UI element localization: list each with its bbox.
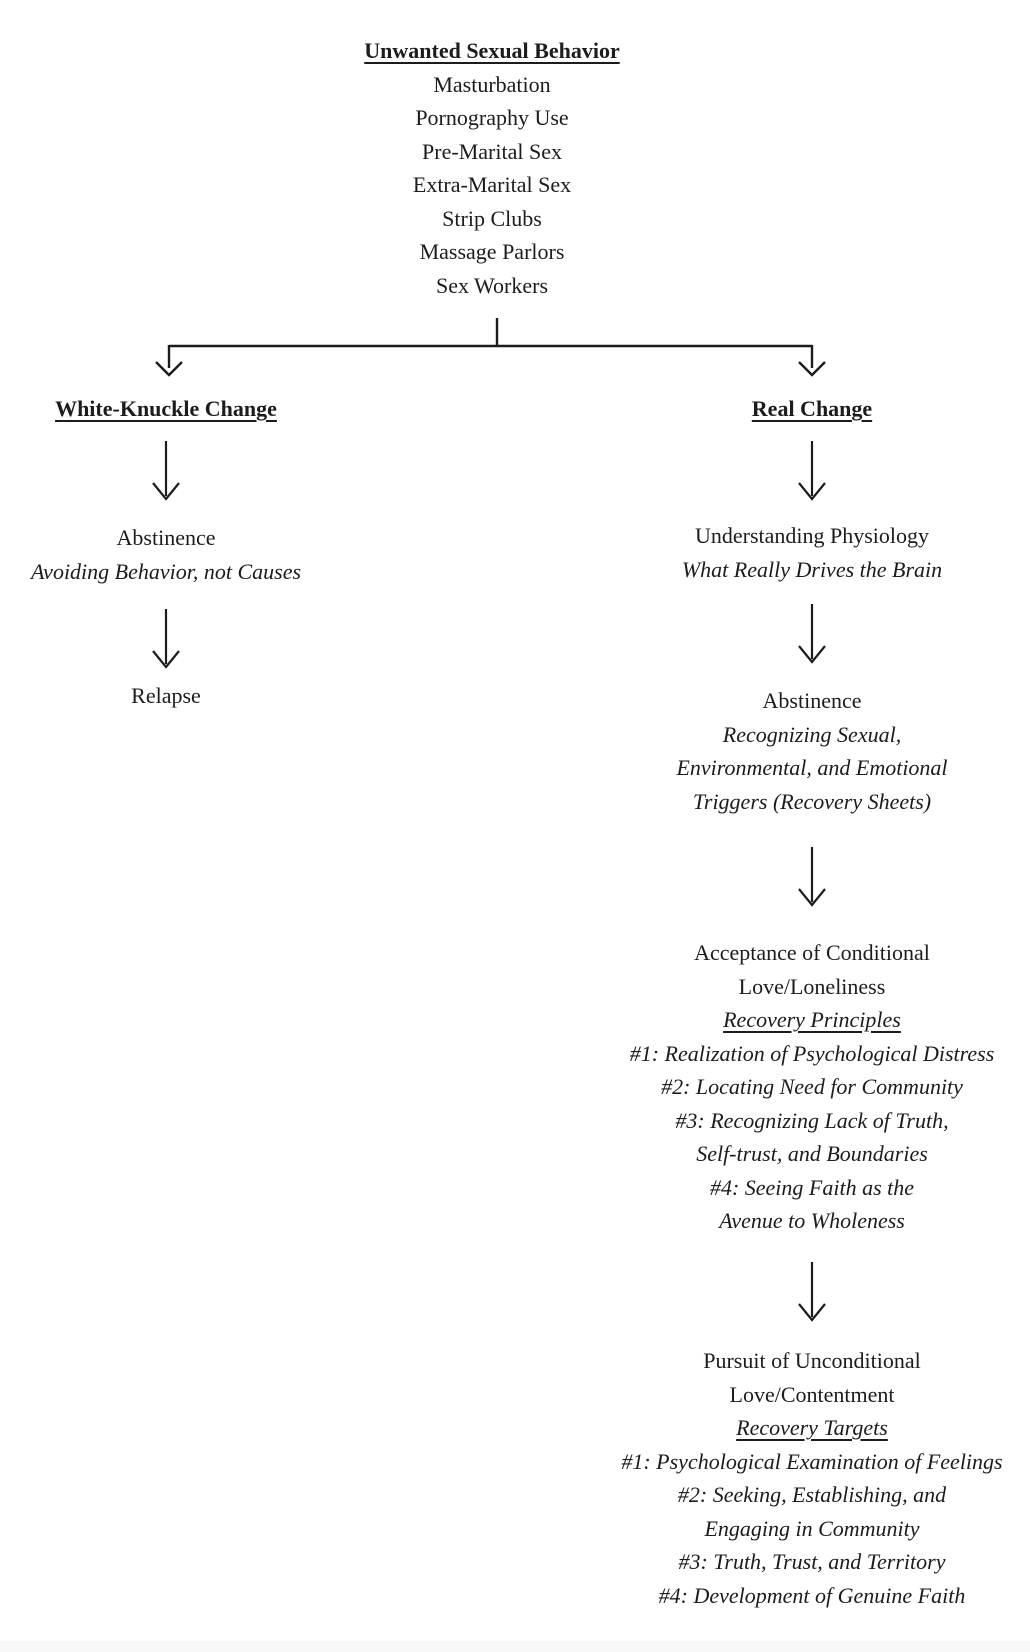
principle-item: #3: Recognizing Lack of Truth, (675, 1107, 949, 1133)
down-arrow-icon (792, 846, 832, 908)
target-item: Engaging in Community (704, 1515, 920, 1541)
behavior-item: Extra-Marital Sex (412, 172, 572, 197)
node-unconditional-love: Pursuit of Unconditional Love/Contentmen… (582, 1344, 1030, 1612)
target-item: #4: Development of Genuine Faith (658, 1582, 966, 1608)
node-title: Acceptance of Conditional (694, 940, 930, 965)
down-arrow-icon (792, 1261, 832, 1323)
node-subtitle: Avoiding Behavior, not Causes (30, 558, 302, 584)
target-item: #1: Psychological Examination of Feeling… (621, 1448, 1003, 1474)
node-title: Love/Contentment (729, 1381, 895, 1407)
node-title: Relapse (131, 683, 201, 708)
behavior-item: Pre-Marital Sex (422, 138, 562, 164)
down-arrow-icon (792, 603, 832, 665)
left-branch-heading-node: White-Knuckle Change (0, 392, 332, 426)
node-relapse: Relapse (0, 679, 332, 713)
node-title: Abstinence (116, 525, 216, 550)
behavior-item: Strip Clubs (442, 205, 542, 231)
node-title: Pursuit of Unconditional (703, 1348, 921, 1373)
behavior-item: Massage Parlors (419, 239, 565, 264)
down-arrow-icon (146, 440, 186, 502)
principle-item: Avenue to Wholeness (719, 1208, 905, 1233)
down-arrow-icon (146, 608, 186, 670)
principle-item: #4: Seeing Faith as the (709, 1174, 915, 1200)
node-subtitle: Environmental, and Emotional (676, 755, 948, 780)
node-physiology: Understanding Physiology What Really Dri… (582, 519, 1030, 586)
node-subtitle: Triggers (Recovery Sheets) (692, 788, 932, 814)
right-branch-heading-node: Real Change (582, 392, 1030, 426)
down-arrow-icon (792, 440, 832, 502)
behavior-item: Masturbation (433, 71, 551, 97)
node-abstinence-right: Abstinence Recognizing Sexual, Environme… (582, 684, 1030, 818)
principle-item: #2: Locating Need for Community (661, 1074, 963, 1099)
node-title: Love/Loneliness (738, 973, 886, 999)
behavior-item: Sex Workers (435, 272, 549, 298)
root-title: Unwanted Sexual Behavior (364, 38, 620, 63)
principle-item: #1: Realization of Psychological Distres… (629, 1040, 995, 1066)
node-conditional-love: Acceptance of Conditional Love/Lonelines… (582, 936, 1030, 1238)
node-subtitle: Recognizing Sexual, (722, 721, 902, 747)
node-title: Understanding Physiology (694, 523, 930, 548)
left-branch-heading: White-Knuckle Change (55, 396, 277, 421)
root-node: Unwanted Sexual Behavior Masturbation Po… (242, 34, 742, 302)
behavior-item: Pornography Use (415, 105, 569, 130)
recovery-targets-label: Recovery Targets (736, 1415, 888, 1440)
branch-connector (150, 308, 840, 382)
target-item: #2: Seeking, Establishing, and (677, 1482, 947, 1507)
target-item: #3: Truth, Trust, and Territory (678, 1549, 946, 1574)
recovery-principles-label: Recovery Principles (723, 1007, 901, 1032)
node-abstinence-left: Abstinence Avoiding Behavior, not Causes (0, 521, 332, 588)
page-bottom-strip (0, 1641, 1030, 1652)
node-subtitle: What Really Drives the Brain (681, 556, 943, 582)
right-branch-heading: Real Change (751, 396, 873, 421)
node-title: Abstinence (762, 688, 862, 713)
principle-item: Self-trust, and Boundaries (696, 1141, 928, 1166)
